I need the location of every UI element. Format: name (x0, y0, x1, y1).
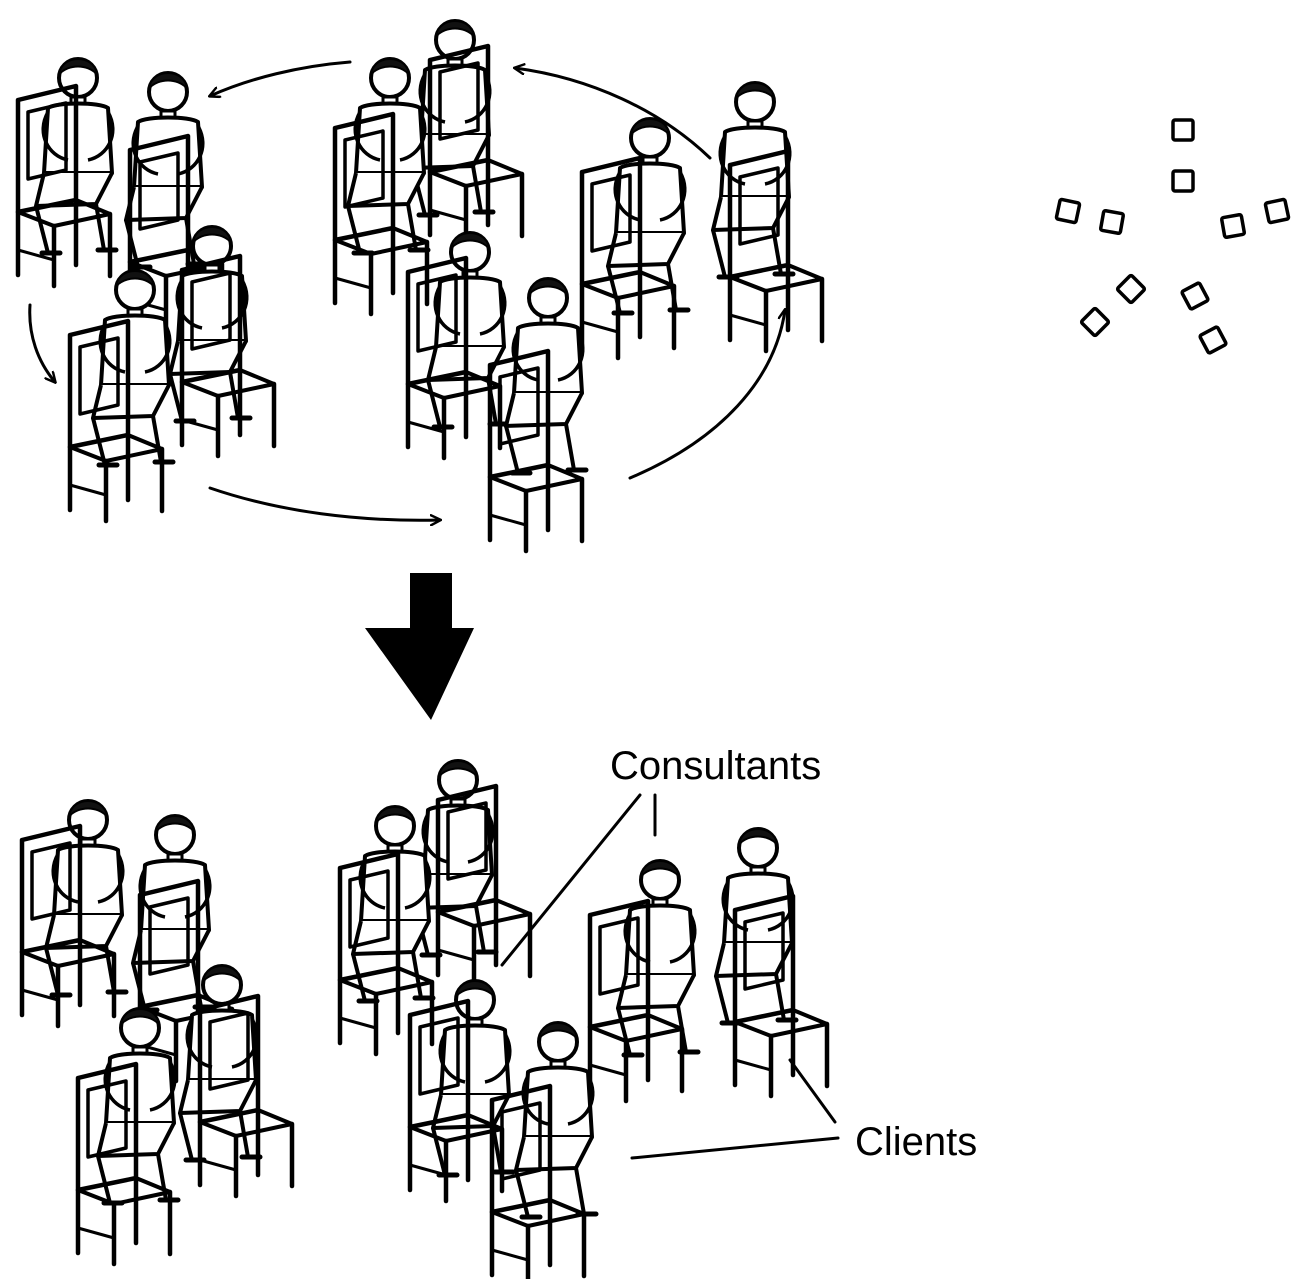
square-seat-icon (1079, 306, 1111, 338)
square-seat-icon (1171, 118, 1195, 142)
square-seat-icon (1263, 197, 1291, 225)
bottom-center-group (340, 761, 596, 1279)
square-seat-icon (1179, 280, 1211, 312)
square-seat-icon (1054, 197, 1082, 225)
top-right-group (582, 83, 822, 358)
consultants-leader (500, 793, 642, 967)
square-seat-icon (1098, 208, 1126, 236)
bottom-left-group (22, 801, 292, 1264)
square-seat-icon (1171, 169, 1195, 193)
consultants-label: Consultants (610, 744, 822, 788)
curved-arrow-icon (208, 486, 440, 520)
down-arrow-icon (365, 573, 474, 720)
leader-lines (500, 793, 840, 1160)
curved-arrow-icon (28, 303, 55, 382)
square-seat-icon (1197, 324, 1229, 356)
seating-plan (1054, 118, 1291, 356)
curved-arrow-icon (515, 68, 712, 160)
clients-leader (788, 1058, 837, 1124)
top-left-group (18, 59, 274, 521)
clients-label: Clients (855, 1120, 978, 1164)
square-seat-icon (1115, 273, 1147, 305)
rotation-arrows (28, 60, 785, 520)
square-seat-icon (1219, 212, 1247, 240)
curved-arrow-icon (210, 60, 352, 96)
curved-arrow-icon (628, 310, 785, 480)
clients-leader (630, 1136, 840, 1160)
top-center-group (335, 21, 586, 551)
